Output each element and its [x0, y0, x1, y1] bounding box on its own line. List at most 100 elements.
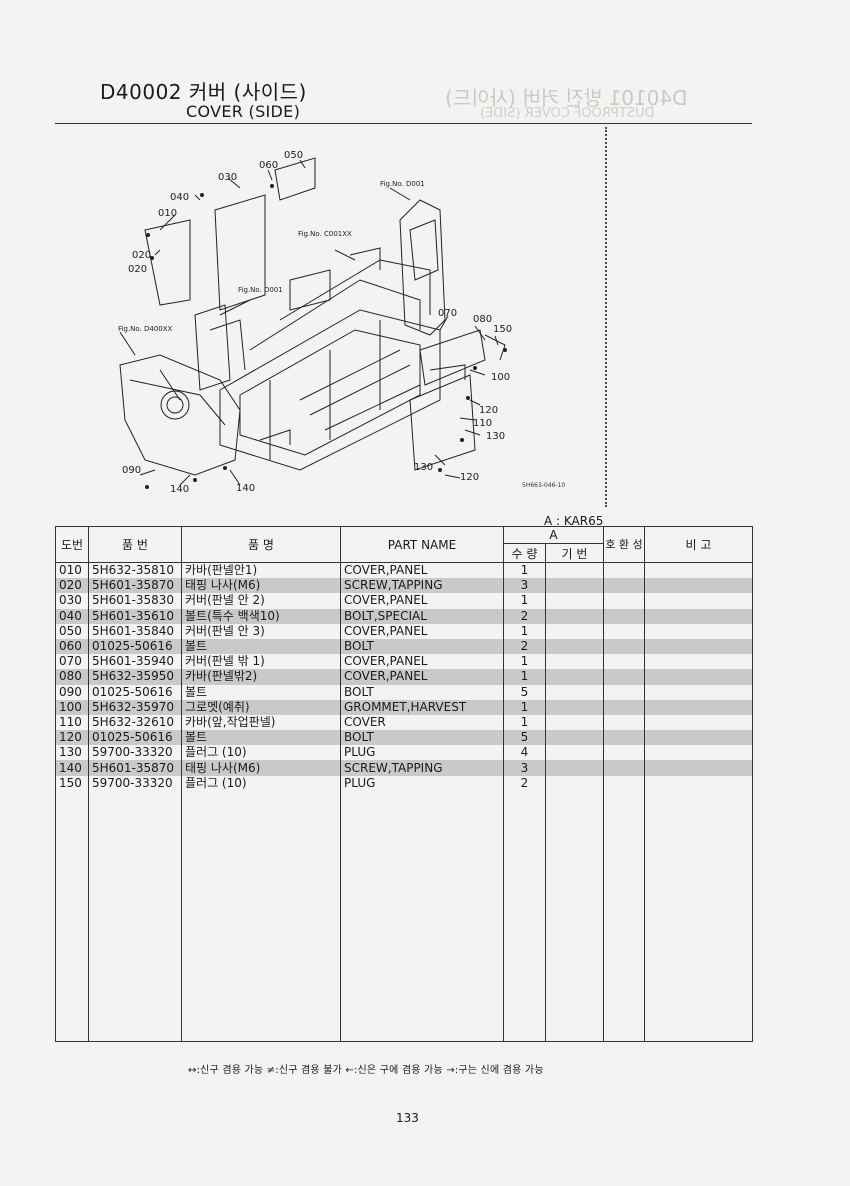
blank-cell — [181, 790, 341, 1042]
cell-qty: 1 — [503, 669, 546, 685]
cell-part-no: 01025-50616 — [88, 684, 182, 700]
callout-130-b: 130 — [414, 462, 434, 473]
callout-100: 100 — [491, 372, 511, 383]
cell-compat — [603, 623, 645, 639]
cell-ref: 070 — [55, 654, 89, 670]
figure-reference: Fig.No. D001 — [238, 286, 283, 294]
section-divider — [605, 127, 607, 507]
cell-qty: 4 — [503, 745, 546, 761]
cell-base — [545, 593, 604, 609]
cell-base — [545, 669, 604, 685]
cell-name-kr: 커버(판넬 안 3) — [181, 623, 341, 639]
cell-ref: 020 — [55, 578, 89, 594]
cell-name-en: COVER,PANEL — [340, 654, 504, 670]
cell-base — [545, 623, 604, 639]
cell-part-no: 5H632-35810 — [88, 562, 182, 579]
blank-cell — [603, 790, 645, 1042]
cell-compat — [603, 684, 645, 700]
cell-qty: 2 — [503, 775, 546, 791]
cell-part-no: 5H601-35940 — [88, 654, 182, 670]
callout-070: 070 — [438, 308, 458, 319]
cell-remarks — [644, 745, 753, 761]
callout-090: 090 — [122, 465, 142, 476]
cell-compat — [603, 760, 645, 776]
callout-030: 030 — [218, 172, 238, 183]
cell-part-no: 5H601-35610 — [88, 608, 182, 624]
header-qty: 수 량 — [503, 543, 546, 563]
cell-name-kr: 플러그 (10) — [181, 745, 341, 761]
cell-remarks — [644, 714, 753, 731]
cell-ref: 100 — [55, 699, 89, 715]
cell-name-en: GROMMET,HARVEST — [340, 699, 504, 715]
callout-060: 060 — [259, 160, 279, 171]
cell-qty: 1 — [503, 562, 546, 579]
cell-name-kr: 태핑 나사(M6) — [181, 760, 341, 776]
cell-part-no: 5H601-35840 — [88, 623, 182, 639]
callout-080: 080 — [473, 314, 493, 325]
cell-name-kr: 커버(판넬 밖 1) — [181, 654, 341, 670]
cell-base — [545, 562, 604, 579]
cell-base — [545, 745, 604, 761]
cell-qty: 1 — [503, 714, 546, 731]
cell-name-en: COVER,PANEL — [340, 669, 504, 685]
compatibility-legend: ↔:신구 겸용 가능 ≠:신구 겸용 불가 ←:신은 구에 겸용 가능 →:구는… — [188, 1065, 544, 1076]
cell-ref: 030 — [55, 593, 89, 609]
callout-120: 120 — [479, 405, 499, 416]
cell-name-kr: 그로멧(예취) — [181, 699, 341, 715]
table-blank-area — [55, 790, 753, 1042]
cell-compat — [603, 578, 645, 594]
header-name-en: PART NAME — [340, 526, 504, 563]
cell-remarks — [644, 608, 753, 624]
cell-part-no: 5H632-35950 — [88, 669, 182, 685]
cell-remarks — [644, 654, 753, 670]
header-part-no: 품 번 — [88, 526, 182, 563]
cell-base — [545, 775, 604, 791]
title-rule — [55, 123, 752, 124]
cell-qty: 3 — [503, 760, 546, 776]
header-ref: 도번 — [55, 526, 89, 563]
cell-compat — [603, 654, 645, 670]
cell-name-en: COVER — [340, 714, 504, 731]
header-remarks: 비 고 — [644, 526, 753, 563]
cell-base — [545, 699, 604, 715]
cell-name-kr: 볼트 — [181, 638, 341, 655]
cell-qty: 1 — [503, 699, 546, 715]
cell-compat — [603, 714, 645, 731]
page-subtitle: COVER (SIDE) — [186, 102, 301, 121]
cell-name-kr: 볼트(특수 백색10) — [181, 608, 341, 624]
cell-part-no: 5H601-35870 — [88, 760, 182, 776]
figure-reference: Fig.No. C001XX — [298, 230, 352, 238]
exploded-parts-diagram — [119, 157, 507, 489]
cell-base — [545, 760, 604, 776]
cell-ref: 010 — [55, 562, 89, 579]
figure-reference: Fig.No. D400XX — [118, 325, 173, 333]
figure-reference: Fig.No. D001 — [380, 180, 425, 188]
header-name-kr: 품 명 — [181, 526, 341, 563]
cell-remarks — [644, 699, 753, 715]
cell-ref: 060 — [55, 638, 89, 655]
applicability-note: A : KAR65 — [544, 514, 604, 528]
cell-name-kr: 커버(판넬 안 2) — [181, 593, 341, 609]
cell-name-en: BOLT — [340, 638, 504, 655]
cell-remarks — [644, 638, 753, 655]
cell-name-kr: 카바(앞,작업판넬) — [181, 714, 341, 731]
cell-qty: 5 — [503, 730, 546, 746]
cell-name-en: PLUG — [340, 775, 504, 791]
blank-cell — [55, 790, 89, 1042]
cell-part-no: 5H632-32610 — [88, 714, 182, 731]
cell-part-no: 5H601-35870 — [88, 578, 182, 594]
callout-010: 010 — [158, 208, 178, 219]
cell-remarks — [644, 684, 753, 700]
cell-compat — [603, 608, 645, 624]
cell-compat — [603, 745, 645, 761]
cell-remarks — [644, 623, 753, 639]
cell-name-kr: 카바(판넬안1) — [181, 562, 341, 579]
